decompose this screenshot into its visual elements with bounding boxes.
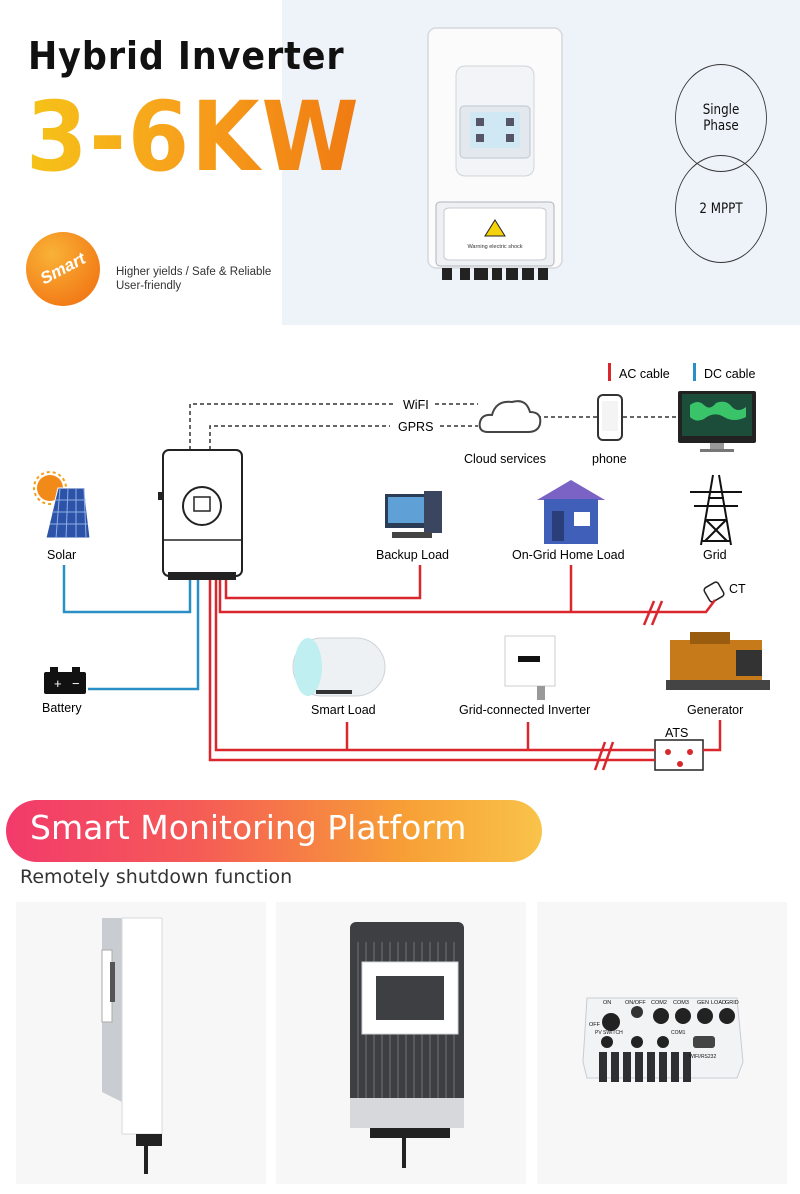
system-diagram: + − AC c [33, 363, 770, 771]
battery-icon: + − [44, 667, 86, 694]
com1-label: COM1 [671, 1030, 686, 1036]
home-load-icon [537, 480, 605, 544]
port-label-5: GRID [725, 1000, 739, 1006]
port-label-4: LOAD [711, 1000, 726, 1006]
inverter-warning-text: Warning electric shock [467, 244, 522, 250]
cloud-label: Cloud services [464, 452, 546, 466]
ct-label: CT [729, 582, 746, 596]
grid-inverter-icon [504, 635, 556, 700]
product-title: Hybrid Inverter [28, 34, 345, 78]
comm-lines [189, 403, 680, 450]
monitoring-banner [6, 800, 542, 862]
legend-dc-label: DC cable [704, 367, 755, 381]
legend-ac-label: AC cable [619, 367, 670, 381]
spec-mppt-circle: 2 MPPT [675, 155, 767, 263]
grid-tower-icon [690, 474, 742, 546]
wifi-label: WiFI [403, 398, 429, 412]
spec-phase-line1: Single [702, 102, 740, 118]
hero-inverter-image: Warning electric shock [427, 27, 563, 280]
port-label-3: GEN [697, 1000, 709, 1006]
wifi-port-label: WIFI/RS232 [689, 1054, 716, 1060]
gprs-label: GPRS [398, 420, 433, 434]
smart-load-label: Smart Load [311, 703, 376, 717]
spec-mppt: 2 MPPT [699, 201, 743, 217]
dc-legend-swatch [693, 363, 696, 381]
phone-label: phone [592, 452, 627, 466]
backup-load-label: Backup Load [376, 548, 449, 562]
ac-cables [208, 565, 722, 771]
grid-label: Grid [703, 548, 727, 562]
smart-load-icon [292, 637, 386, 697]
product-side-view-card [16, 902, 266, 1184]
solar-icon [33, 471, 91, 539]
dc-cables [62, 565, 200, 691]
svg-text:+: + [54, 676, 62, 691]
ct-sensor-icon [703, 581, 725, 603]
cloud-icon [478, 400, 542, 433]
battery-label: Battery [42, 701, 82, 715]
product-back-view-card [276, 902, 526, 1184]
svg-text:−: − [72, 676, 80, 691]
product-ports-view-card: ON OFF ON/OFF COM2 COM3 GEN LOAD GRID PV… [537, 902, 787, 1184]
inverter-ports-view-image: ON OFF ON/OFF COM2 COM3 GEN LOAD GRID PV… [582, 997, 744, 1082]
home-load-label: On-Grid Home Load [512, 548, 625, 562]
spec-phase-line2: Phase [703, 118, 739, 134]
port-label-0: ON/OFF [625, 1000, 646, 1006]
backup-load-icon [385, 491, 442, 538]
on-label: ON [603, 1000, 611, 1006]
inverter-side-view-image [101, 917, 163, 1174]
ac-legend-swatch [608, 363, 611, 381]
generator-icon [666, 632, 770, 690]
monitoring-banner-title: Smart Monitoring Platform [30, 808, 467, 847]
generator-label: Generator [687, 703, 743, 717]
smart-badge: Smart [26, 232, 100, 306]
inverter-back-view-image [350, 922, 464, 1168]
feature-line-1: Higher yields / Safe & Reliable [116, 266, 272, 278]
grid-inverter-label: Grid-connected Inverter [459, 703, 590, 717]
monitor-icon [678, 391, 756, 452]
feature-line-2: User-friendly [116, 280, 182, 292]
monitoring-subtitle: Remotely shutdown function [20, 866, 293, 888]
ats-label: ATS [665, 726, 688, 740]
port-label-2: COM3 [673, 1000, 689, 1006]
port-label-1: COM2 [651, 1000, 667, 1006]
solar-label: Solar [47, 548, 76, 562]
diagram-inverter-icon [158, 449, 243, 580]
smart-badge-label: Smart [37, 248, 89, 289]
off-label: OFF [589, 1022, 601, 1028]
power-range: 3-6KW [26, 81, 361, 193]
pv-switch-label: PV SWITCH [595, 1030, 623, 1036]
